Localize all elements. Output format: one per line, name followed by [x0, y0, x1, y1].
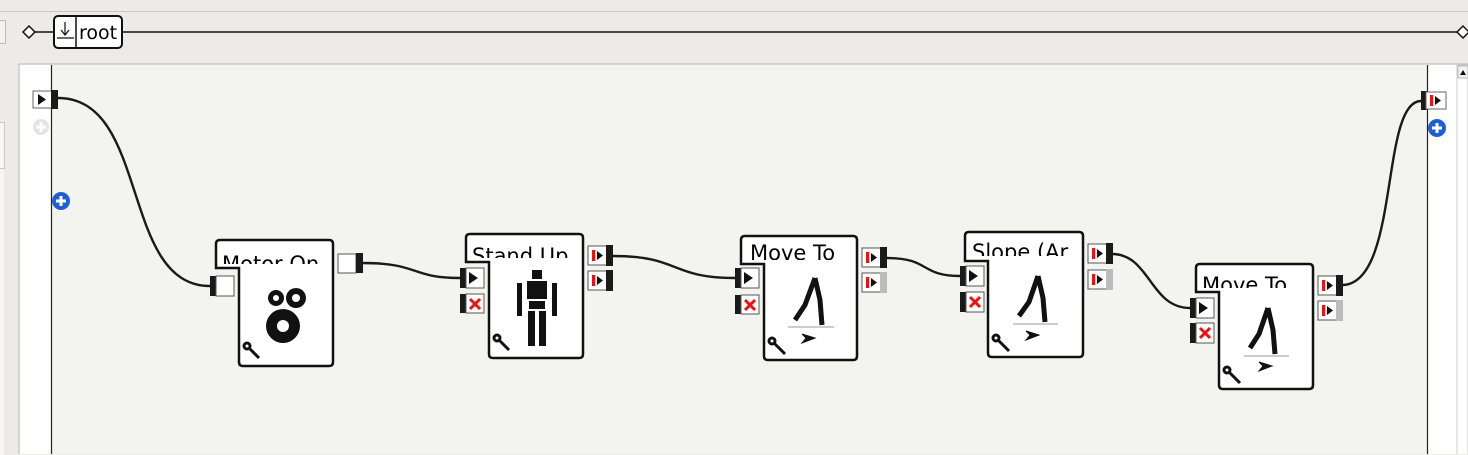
robot-standing-icon	[517, 270, 557, 346]
output-port-success[interactable]	[1317, 275, 1343, 296]
box-stand-up[interactable]: Stand Up	[460, 232, 613, 360]
input-port-onstop[interactable]	[460, 293, 485, 314]
output-port-failure[interactable]	[1317, 300, 1343, 321]
stop-x-icon	[468, 297, 482, 311]
output-port-success[interactable]	[1087, 243, 1113, 264]
box-motor-on[interactable]: Motor On	[210, 238, 363, 368]
input-port-onstop[interactable]	[960, 291, 985, 313]
behavior-output-onstopped[interactable]	[1421, 91, 1447, 110]
wrench-icon	[492, 333, 511, 352]
output-port[interactable]	[337, 253, 363, 274]
add-input-button[interactable]	[52, 192, 70, 210]
box-title: Move To	[1202, 273, 1287, 297]
input-port-onstop[interactable]	[1190, 322, 1215, 344]
behavior-input-onstart[interactable]	[32, 90, 58, 109]
gears-icon	[266, 288, 306, 343]
output-port-failure[interactable]	[587, 270, 613, 291]
output-port-success[interactable]	[861, 247, 887, 268]
add-output-button[interactable]	[1428, 119, 1446, 137]
input-port-onstop[interactable]	[735, 294, 760, 315]
input-port-onstart[interactable]	[960, 265, 985, 287]
wire[interactable]	[612, 254, 736, 280]
toolbar-divider	[0, 11, 1468, 12]
output-port-failure[interactable]	[1087, 269, 1113, 290]
box-title: Move To	[750, 241, 835, 265]
robot-walking-icon	[1013, 275, 1058, 342]
breadcrumb-root-label: root	[79, 22, 117, 44]
connections	[57, 96, 1422, 310]
wrench-icon	[242, 341, 261, 360]
play-icon	[469, 272, 478, 284]
input-port-onstart[interactable]	[735, 267, 760, 289]
timeline-end-diamond-icon[interactable]	[1455, 24, 1468, 40]
wire[interactable]	[1341, 99, 1422, 287]
timeline-start-diamond-icon[interactable]	[21, 24, 37, 40]
wrench-icon	[1222, 365, 1242, 385]
box-title: Stand Up	[472, 244, 568, 268]
breadcrumb-root[interactable]: root	[53, 15, 123, 49]
robot-walking-icon	[1244, 307, 1289, 373]
wire[interactable]	[1111, 252, 1191, 310]
input-port-onstart[interactable]	[1190, 297, 1215, 319]
side-panel-edge	[0, 20, 6, 44]
play-icon	[38, 94, 46, 105]
scroll-up-arrow-icon[interactable]	[1460, 70, 1466, 75]
box-move-to[interactable]: Move To	[735, 234, 887, 362]
add-input-disabled-icon	[33, 119, 49, 135]
box-title: Slope (Ar	[972, 240, 1068, 264]
wrench-icon	[991, 333, 1011, 353]
input-port-onstart[interactable]	[460, 267, 485, 289]
robot-walking-icon	[788, 277, 834, 345]
side-panel-edge	[0, 168, 4, 455]
output-port-success[interactable]	[587, 245, 613, 266]
input-port[interactable]	[210, 275, 235, 297]
breadcrumb: root	[21, 15, 1468, 49]
output-port-failure[interactable]	[861, 272, 887, 293]
box-title: Motor On	[222, 252, 319, 276]
wire[interactable]	[361, 261, 461, 280]
wire[interactable]	[57, 96, 211, 288]
wrench-icon	[767, 336, 787, 356]
vertical-scrollbar[interactable]	[1456, 64, 1468, 454]
box-slope[interactable]: Slope (Ar	[960, 230, 1113, 359]
box-move-to-2[interactable]: Move To	[1190, 262, 1343, 391]
go-down-icon	[57, 22, 74, 39]
wire[interactable]	[886, 256, 961, 278]
